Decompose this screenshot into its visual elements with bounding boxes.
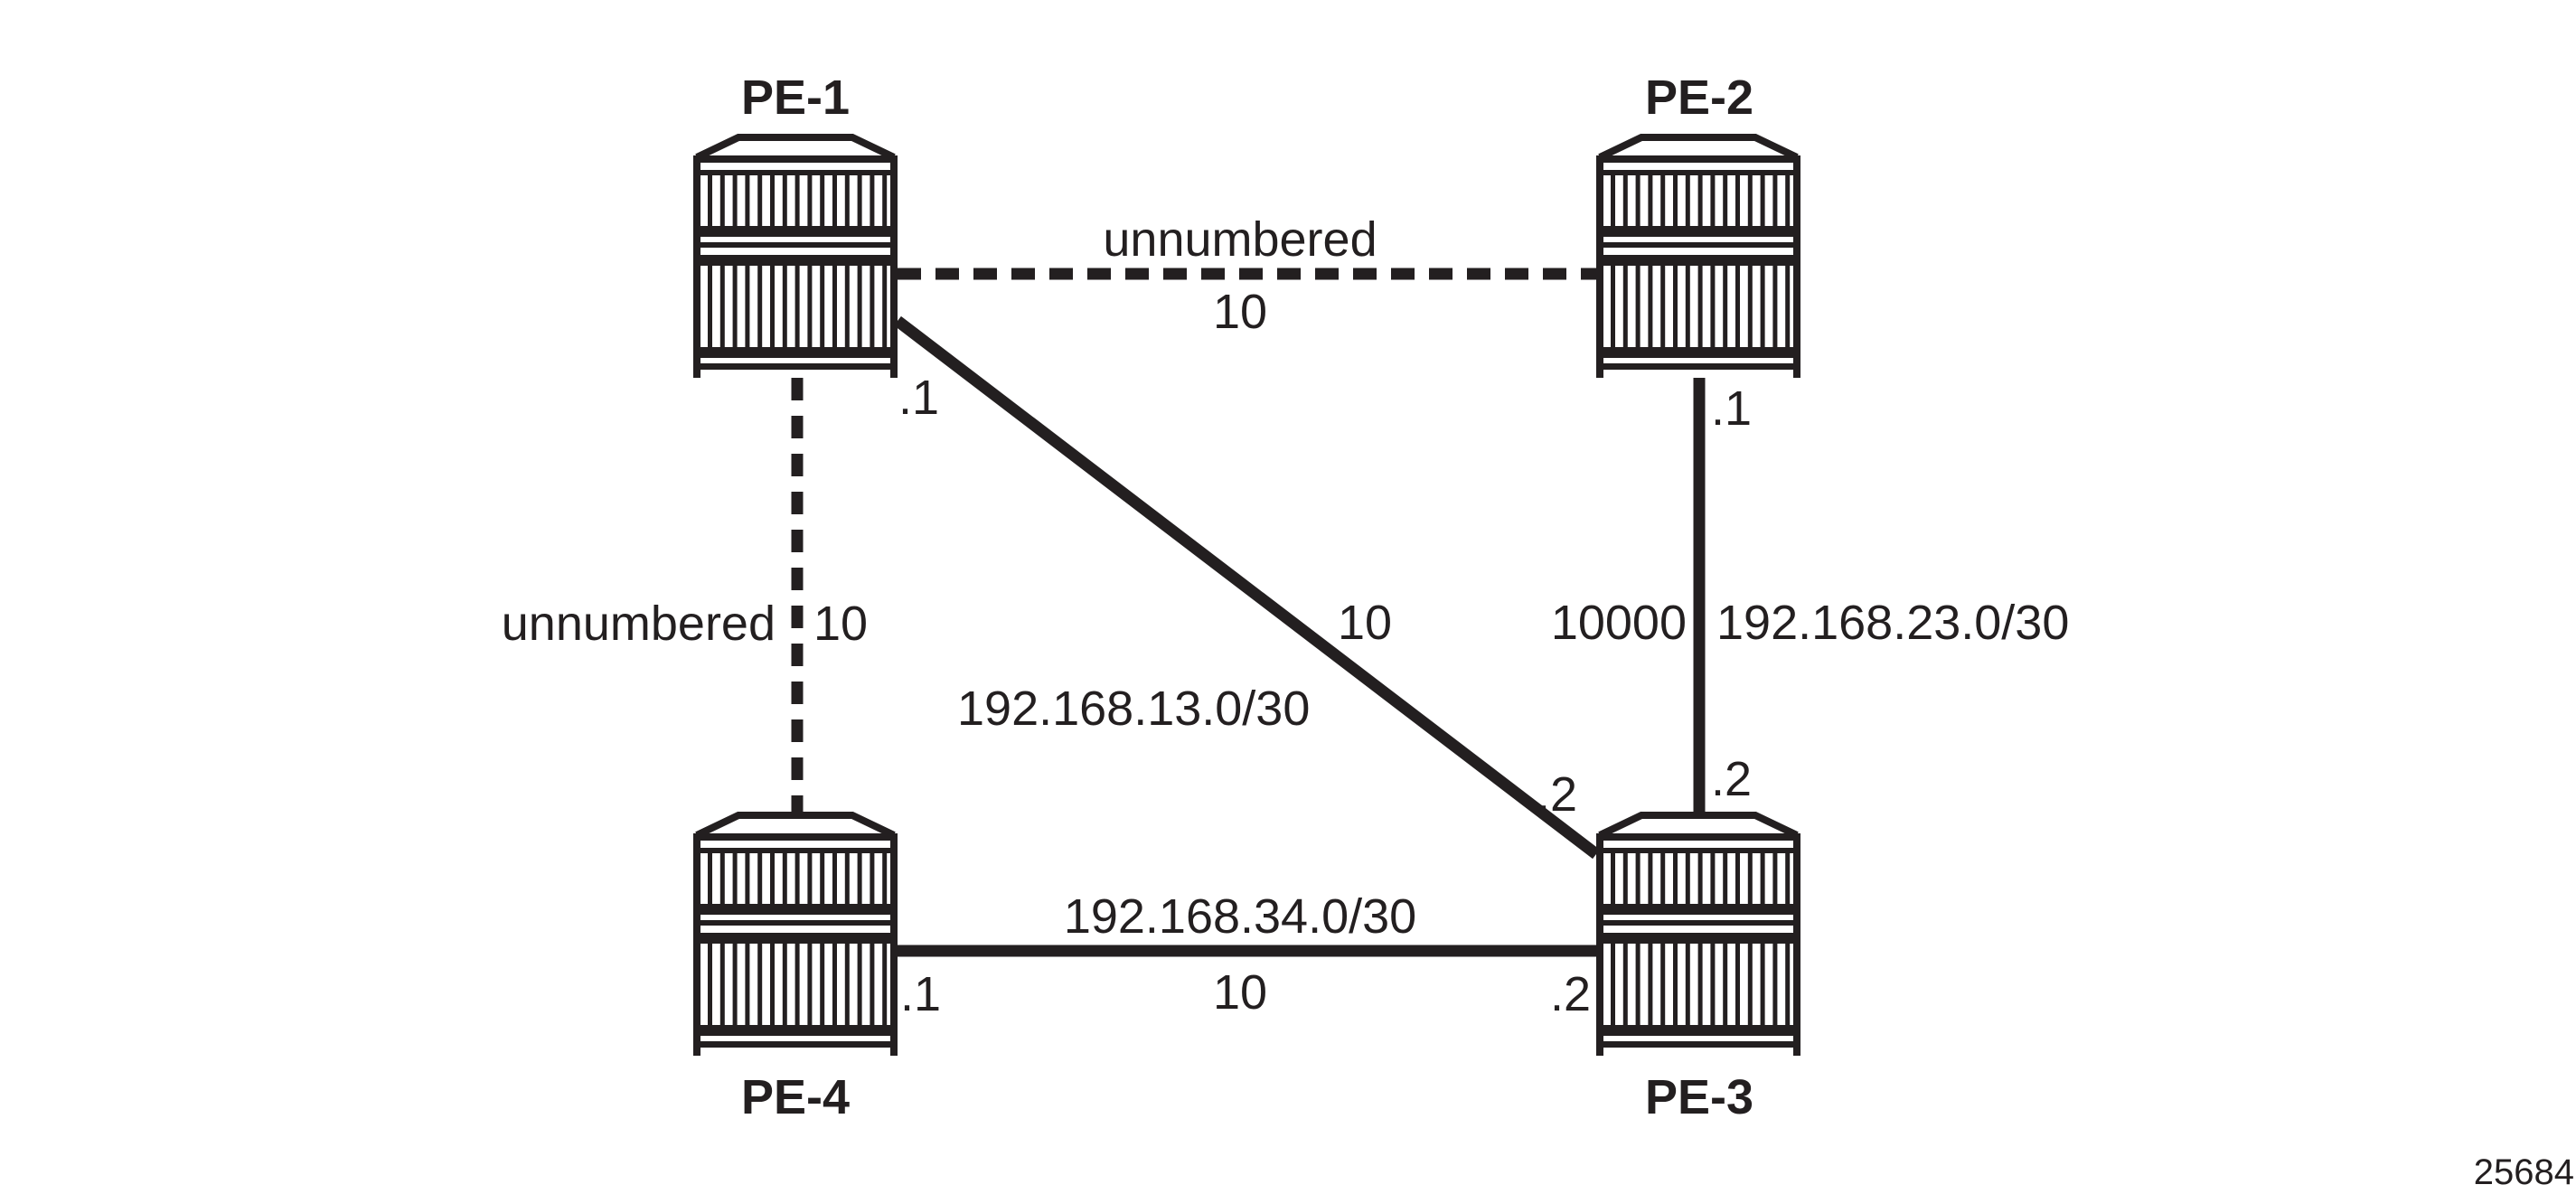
link-pe1-pe2-subnet: unnumbered — [1103, 212, 1377, 267]
link-pe2-pe3-to-addr: .2 — [1711, 752, 1752, 806]
router-icon-pe-1 — [693, 134, 898, 378]
link-pe4-pe3-subnet: 192.168.34.0/30 — [1064, 889, 1416, 944]
link-pe4-pe3-to-addr: .2 — [1550, 967, 1591, 1021]
router-icon-pe-4 — [693, 812, 898, 1056]
node-label-pe2: PE-2 — [1645, 71, 1753, 125]
node-label-pe1: PE-1 — [741, 71, 850, 125]
link-pe1-pe2-metric: 10 — [1213, 285, 1267, 339]
link-pe4-pe3-from-addr: .1 — [900, 967, 941, 1021]
link-pe4-pe3-metric: 10 — [1213, 965, 1267, 1020]
link-pe1-pe4-metric: 10 — [813, 597, 868, 651]
link-pe1-pe3-subnet: 192.168.13.0/30 — [957, 682, 1310, 736]
link-pe1-pe4-subnet: unnumbered — [502, 597, 776, 651]
router-icon-pe-2 — [1596, 134, 1800, 378]
link-pe1-pe3 — [894, 315, 1600, 860]
node-label-pe4: PE-4 — [741, 1070, 850, 1124]
link-pe1-pe3-to-addr: .2 — [1537, 767, 1577, 822]
node-label-pe3: PE-3 — [1645, 1070, 1753, 1124]
link-pe2-pe3-subnet: 192.168.23.0/30 — [1716, 596, 2069, 650]
figure-id: 25684 — [2474, 1152, 2574, 1192]
router-icon-pe-3 — [1596, 812, 1800, 1056]
routers-layer — [693, 134, 1800, 1056]
link-pe1-pe3-metric: 10 — [1338, 596, 1392, 650]
links-layer — [791, 268, 1706, 957]
link-pe2-pe3-from-addr: .1 — [1711, 381, 1752, 436]
link-pe2-pe3-metric: 10000 — [1551, 596, 1687, 650]
link-pe1-pe3-from-addr: .1 — [898, 371, 939, 425]
